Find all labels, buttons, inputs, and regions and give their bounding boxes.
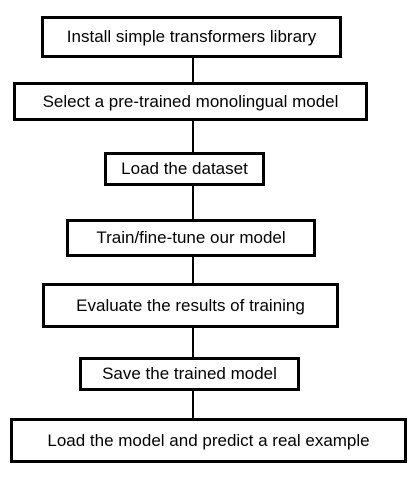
step-select-model: Select a pre-trained monolingual model: [13, 82, 368, 121]
step-train-model: Train/fine-tune our model: [66, 219, 316, 257]
step-label: Train/fine-tune our model: [96, 228, 286, 247]
step-install-library: Install simple transformers library: [41, 16, 342, 58]
step-label: Select a pre-trained monolingual model: [42, 91, 339, 111]
step-load-dataset: Load the dataset: [104, 152, 265, 186]
step-load-and-predict: Load the model and predict a real exampl…: [10, 418, 407, 463]
step-label: Load the dataset: [121, 159, 248, 178]
step-label: Install simple transformers library: [66, 27, 317, 46]
step-save-model: Save the trained model: [79, 357, 300, 391]
step-label: Evaluate the results of training: [76, 295, 305, 315]
step-evaluate-results: Evaluate the results of training: [42, 283, 339, 328]
step-label: Save the trained model: [102, 364, 277, 383]
step-label: Load the model and predict a real exampl…: [47, 430, 370, 450]
